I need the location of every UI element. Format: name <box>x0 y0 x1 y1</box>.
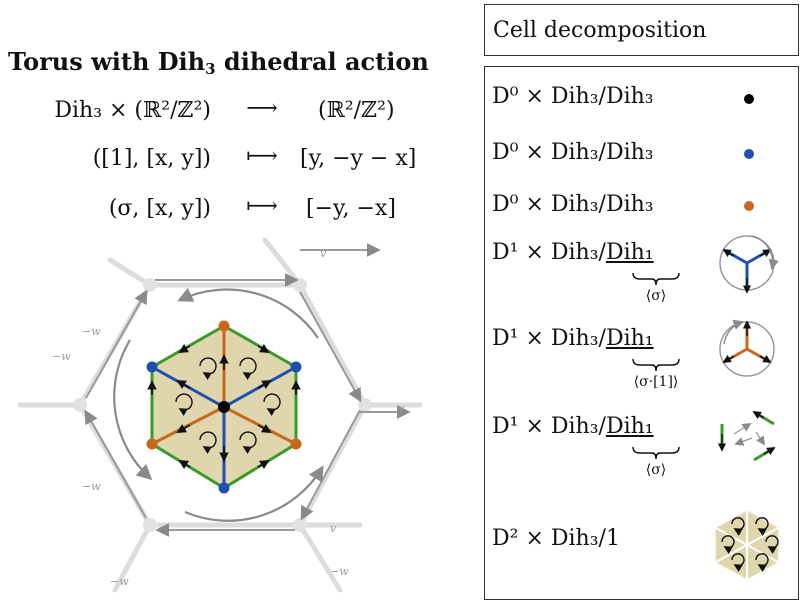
edge-label-w-2: −w <box>52 350 71 363</box>
icon-face-hexagon <box>715 510 779 580</box>
legend-row-6: D² × Dih₃/1 <box>492 526 620 551</box>
face-orientation-arrows <box>175 357 281 454</box>
legend-row-5-underbrace: Dih₁ <box>605 414 654 439</box>
legend-row-5-brace-label: ⟨σ⟩ <box>645 462 667 478</box>
edge-label-w-5: −w <box>110 575 129 588</box>
legend-panel <box>484 66 799 600</box>
legend-row-3-text: D¹ × Dih₃/ <box>492 240 606 265</box>
legend-row-5-text: D¹ × Dih₃/ <box>492 414 606 439</box>
legend-row-3-underbrace: Dih₁ <box>605 240 654 265</box>
edge-label-v-1: v <box>320 247 327 260</box>
map-row2-left: ([1], [x, y]) <box>92 146 211 171</box>
edge-label-w-4: −w <box>330 565 349 578</box>
map-row3-arrow: ⟼ <box>246 194 278 219</box>
legend-dot-orange <box>744 201 754 211</box>
legend-row-1: D⁰ × Dih₃/Dih₃ <box>492 140 654 165</box>
legend-row-3-brace-label: ⟨σ⟩ <box>645 288 667 304</box>
map-row2-right: [y, −y − x] <box>300 146 417 171</box>
legend-header: Cell decomposition <box>493 18 707 43</box>
hexagon-vertices <box>146 320 302 494</box>
legend-row-4-text: D¹ × Dih₃/ <box>492 326 606 351</box>
figure-title: Torus with Dih3 dihedral action <box>8 47 448 78</box>
icon-edge-orange-rotation <box>719 319 775 377</box>
torus-diagram: v v v −w −w −w −w −w <box>17 237 423 593</box>
map-row3-left: (σ, [x, y]) <box>108 196 211 221</box>
edge-label-v-2: v <box>398 402 405 415</box>
icon-edge-green-rotation <box>717 410 776 462</box>
legend-row-2: D⁰ × Dih₃/Dih₃ <box>492 192 654 217</box>
edge-label-v-3: v <box>330 522 337 535</box>
legend-row-5: D¹ × Dih₃/Dih₁ <box>492 414 654 439</box>
underbrace-5 <box>632 446 680 460</box>
map-row3-right: [−y, −x] <box>306 196 396 221</box>
title-suffix: dihedral action <box>215 47 429 76</box>
underbrace-4 <box>632 358 680 372</box>
title-main: Torus with Dih <box>8 47 206 76</box>
title-sub: 3 <box>205 60 216 78</box>
map-row1-arrow: ⟶ <box>246 96 278 121</box>
rotation-arcs <box>113 287 324 522</box>
legend-row-4: D¹ × Dih₃/Dih₁ <box>492 326 654 351</box>
legend-row-4-underbrace: Dih₁ <box>605 326 654 351</box>
edge-arrows <box>147 343 301 470</box>
icon-edge-blue-rotation <box>719 235 779 294</box>
edge-label-w-1: −w <box>82 325 101 338</box>
legend-dot-blue <box>744 149 754 159</box>
legend-header-box: Cell decomposition <box>484 4 799 56</box>
map-row1-left: Dih₃ × (ℝ²/ℤ²) <box>54 98 211 123</box>
edge-label-w-3: −w <box>82 480 101 493</box>
map-row1-right: (ℝ²/ℤ²) <box>318 98 395 123</box>
legend-row-3: D¹ × Dih₃/Dih₁ <box>492 240 654 265</box>
legend-row-0: D⁰ × Dih₃/Dih₃ <box>492 84 654 109</box>
boundary-arrows <box>84 243 411 537</box>
legend-dot-black <box>744 94 754 104</box>
underbrace-3 <box>632 272 680 286</box>
lattice-nodes <box>73 278 372 532</box>
map-row2-arrow: ⟼ <box>246 144 278 169</box>
legend-row-4-brace-label: ⟨σ·[1]⟩ <box>633 374 679 390</box>
